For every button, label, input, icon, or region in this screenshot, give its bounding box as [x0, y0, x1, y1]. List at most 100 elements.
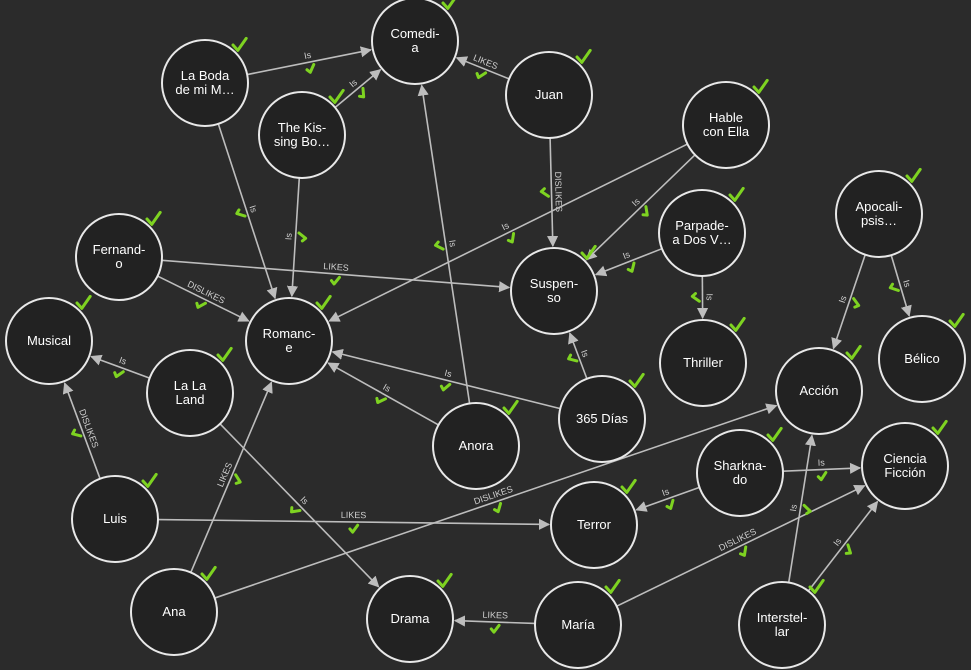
edge-line[interactable]: [585, 154, 696, 261]
edge-sharknado-terror[interactable]: Is: [635, 486, 700, 512]
node-circle[interactable]: [558, 375, 646, 463]
edge-line[interactable]: [214, 403, 778, 599]
node-circle[interactable]: [738, 581, 826, 669]
edge-maria-drama[interactable]: LIKES: [453, 610, 536, 634]
node-kissing[interactable]: The Kis-sing Bo…: [258, 88, 346, 179]
node-parpadea[interactable]: Parpade-a Dos V…: [658, 186, 746, 277]
node-terror[interactable]: Terror: [550, 478, 638, 569]
node-circle[interactable]: [432, 402, 520, 490]
node-circle[interactable]: [371, 0, 459, 85]
edge-line[interactable]: [568, 332, 588, 380]
node-fernando[interactable]: Fernand-o: [75, 210, 163, 301]
edge-line[interactable]: [157, 518, 551, 530]
node-circle[interactable]: [71, 475, 159, 563]
node-maria[interactable]: María: [534, 578, 622, 669]
edge-apocalipsis-accion[interactable]: Is: [831, 254, 866, 350]
edge-line[interactable]: [546, 137, 559, 248]
node-romance[interactable]: Romanc-e: [245, 294, 333, 385]
node-ana[interactable]: Ana: [130, 565, 218, 656]
edge-line[interactable]: [286, 177, 301, 298]
node-circle[interactable]: [534, 581, 622, 669]
node-circle[interactable]: [550, 481, 638, 569]
edge-anora-romance[interactable]: Is: [327, 362, 439, 426]
node-circle[interactable]: [878, 315, 966, 403]
edge-line[interactable]: [453, 615, 536, 627]
edge-sharknado-ciencia[interactable]: Is: [782, 457, 862, 482]
node-accion[interactable]: Acción: [775, 344, 863, 435]
node-circle[interactable]: [510, 247, 598, 335]
node-musical[interactable]: Musical: [5, 294, 93, 385]
node-circle[interactable]: [861, 422, 949, 510]
edge-line[interactable]: [62, 382, 101, 479]
node-circle[interactable]: [659, 319, 747, 407]
node-comedia[interactable]: Comedi-a: [371, 0, 459, 85]
edge-luis-musical[interactable]: DISLIKES: [62, 382, 101, 479]
edge-apocalipsis-belico[interactable]: Is: [888, 254, 913, 317]
node-circle[interactable]: [146, 349, 234, 437]
node-dias365[interactable]: 365 Días: [558, 372, 646, 463]
edge-line[interactable]: [219, 423, 380, 588]
node-belico[interactable]: Bélico: [878, 312, 966, 403]
edge-line[interactable]: [327, 362, 439, 426]
node-sharknado[interactable]: Sharkna-do: [696, 426, 784, 517]
edge-kissing-comedia[interactable]: Is: [334, 69, 382, 109]
edge-interstellar-ciencia[interactable]: Is: [807, 500, 879, 592]
node-thriller[interactable]: Thriller: [659, 316, 747, 407]
edge-fernando-suspenso[interactable]: LIKES: [161, 259, 511, 293]
edge-line[interactable]: [328, 143, 688, 322]
node-circle[interactable]: [161, 39, 249, 127]
edge-parpadea-suspenso[interactable]: Is: [594, 247, 663, 277]
edge-line[interactable]: [331, 348, 561, 410]
node-juan[interactable]: Juan: [505, 48, 593, 139]
edge-line[interactable]: [334, 69, 382, 109]
edge-juan-comedia[interactable]: LIKES: [455, 52, 510, 82]
edge-kissing-romance[interactable]: Is: [283, 177, 308, 298]
edge-line[interactable]: [594, 247, 663, 277]
node-suspenso[interactable]: Suspen-so: [510, 244, 598, 335]
node-anora[interactable]: Anora: [432, 399, 520, 490]
node-circle[interactable]: [682, 81, 770, 169]
node-circle[interactable]: [258, 91, 346, 179]
edge-interstellar-accion[interactable]: Is: [787, 434, 816, 583]
edge-line[interactable]: [247, 46, 372, 76]
edge-hable-romance[interactable]: Is: [328, 143, 688, 322]
edge-anora-comedia[interactable]: Is: [417, 84, 471, 404]
edge-line[interactable]: [455, 56, 510, 80]
node-circle[interactable]: [696, 429, 784, 517]
edge-luis-terror[interactable]: LIKES: [157, 510, 551, 534]
node-apocalipsis[interactable]: Apocali-psis…: [835, 167, 923, 258]
edge-dias365-suspenso[interactable]: Is: [567, 332, 591, 380]
node-interstellar[interactable]: Interstel-lar: [738, 578, 826, 669]
node-drama[interactable]: Drama: [366, 572, 454, 663]
node-circle[interactable]: [75, 213, 163, 301]
node-circle[interactable]: [366, 575, 454, 663]
edge-line[interactable]: [782, 462, 862, 474]
node-luis[interactable]: Luis: [71, 472, 159, 563]
edge-line[interactable]: [157, 275, 250, 322]
edge-line[interactable]: [831, 254, 866, 350]
edge-parpadea-thriller[interactable]: Is: [690, 275, 715, 320]
edge-line[interactable]: [635, 486, 700, 512]
edge-hable-suspenso[interactable]: Is: [585, 154, 696, 261]
edge-line[interactable]: [190, 381, 273, 573]
node-circle[interactable]: [5, 297, 93, 385]
edge-line[interactable]: [90, 354, 150, 379]
node-circle[interactable]: [130, 568, 218, 656]
edge-line[interactable]: [616, 484, 866, 607]
node-circle[interactable]: [775, 347, 863, 435]
node-circle[interactable]: [835, 170, 923, 258]
edge-lalaland-musical[interactable]: Is: [90, 354, 150, 379]
edge-line[interactable]: [417, 84, 471, 404]
edge-line[interactable]: [890, 254, 912, 317]
node-circle[interactable]: [505, 51, 593, 139]
edge-juan-suspenso[interactable]: DISLIKES: [539, 137, 564, 248]
edge-laboda-comedia[interactable]: Is: [247, 46, 372, 76]
node-circle[interactable]: [658, 189, 746, 277]
edge-fernando-romance[interactable]: DISLIKES: [157, 275, 250, 322]
node-circle[interactable]: [245, 297, 333, 385]
edge-line[interactable]: [807, 500, 879, 592]
